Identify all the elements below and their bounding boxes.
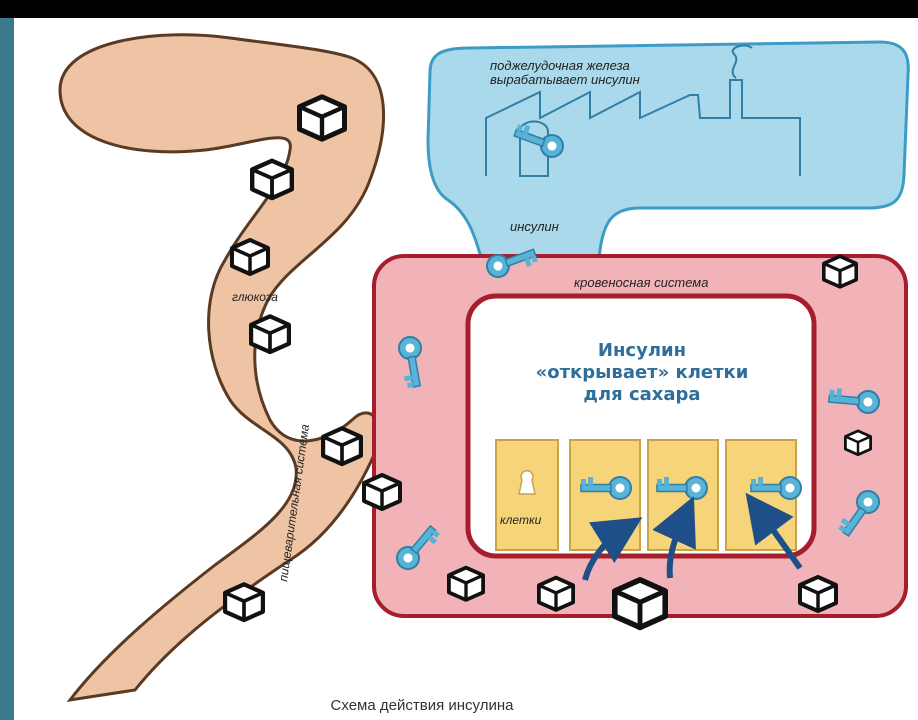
diagram-title-line1: Инсулин — [598, 340, 686, 361]
sugar-cube-icon — [364, 475, 400, 509]
insulin-label: инсулин — [510, 219, 559, 234]
cell-door — [648, 440, 718, 550]
sugar-cube-icon — [251, 316, 289, 352]
diagram-caption: Схема действия инсулина — [331, 697, 515, 714]
pancreas-label-line2: вырабатывает инсулин — [490, 72, 640, 87]
sugar-cube-icon — [845, 431, 870, 455]
keyhole-icon — [519, 471, 535, 494]
pancreas-label-line1: поджелудочная железа — [490, 58, 630, 73]
sugar-cube-icon — [824, 256, 856, 287]
sugar-cube-icon — [232, 240, 268, 274]
sugar-cube-icon — [449, 568, 483, 600]
cells-label: клетки — [500, 513, 542, 527]
sugar-cube-icon — [800, 577, 836, 611]
cell-door — [496, 440, 558, 550]
sugar-cube-icon — [323, 428, 361, 464]
sugar-cube-icon — [225, 584, 263, 620]
sugar-cube-icon — [252, 161, 292, 198]
diagram-title-line2: «открывает» клетки — [536, 362, 749, 383]
glucose-label: глюкоза — [232, 290, 278, 304]
diagram-title-line3: для сахара — [583, 384, 700, 405]
sugar-cube-icon — [300, 97, 345, 140]
sugar-cube-icon — [539, 578, 573, 610]
sugar-cube-icon — [615, 580, 665, 628]
blood-system-label: кровеносная система — [574, 275, 708, 290]
